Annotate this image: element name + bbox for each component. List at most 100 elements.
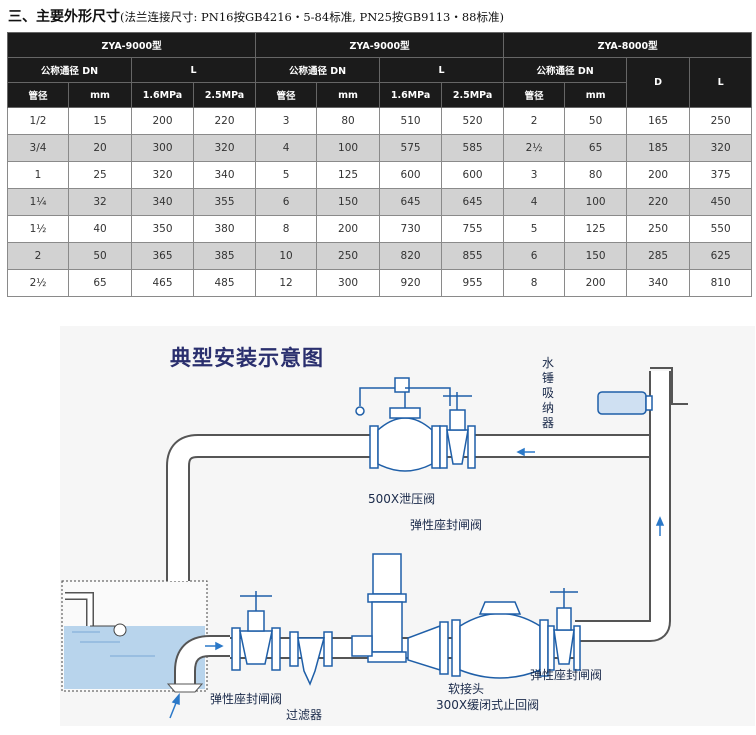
table-cell: 100	[316, 134, 381, 162]
table-cell: 50	[564, 107, 628, 135]
soft-joint	[407, 621, 449, 675]
col-header: 2.5MPa	[192, 82, 257, 108]
table-cell: 4	[255, 134, 318, 162]
col-header: 1.6MPa	[379, 82, 443, 108]
return-pipe	[166, 434, 660, 581]
table-cell: 200	[564, 269, 628, 297]
table-cell: 320	[131, 161, 194, 189]
table-cell: 65	[68, 269, 132, 297]
table-cell: 2	[7, 242, 69, 270]
table-cell: 450	[689, 188, 753, 216]
table-cell: 220	[192, 107, 257, 135]
table-cell: 8	[255, 215, 318, 243]
group-header-row: ZYA-9000型 ZYA-9000型 ZYA-8000型	[6, 32, 753, 58]
table-cell: 6	[255, 188, 318, 216]
group-header: ZYA-9000型	[6, 32, 257, 58]
lower-gate-valve-right	[547, 588, 581, 671]
col-header: 1.6MPa	[131, 82, 194, 108]
table-cell: 355	[192, 188, 257, 216]
table-cell: 955	[441, 269, 505, 297]
table-cell: 385	[192, 242, 257, 270]
table-cell: 250	[626, 215, 691, 243]
table-cell: 40	[68, 215, 132, 243]
table-cell: 200	[316, 215, 381, 243]
col-header: 2.5MPa	[441, 82, 505, 108]
table-cell: 200	[131, 107, 194, 135]
label-gate-valve-left: 弹性座封闸阀	[210, 692, 283, 706]
table-cell: 1	[7, 161, 69, 189]
table-cell: 125	[316, 161, 381, 189]
table-cell: 3/4	[7, 134, 69, 162]
table-cell: 250	[689, 107, 753, 135]
table-cell: 340	[626, 269, 691, 297]
table-cell: 285	[626, 242, 691, 270]
dn-header: 公称通径 DN	[503, 57, 628, 83]
table-cell: 320	[689, 134, 753, 162]
label-gate-valve-right: 弹性座封闸阀	[530, 668, 603, 682]
table-cell: 20	[68, 134, 132, 162]
table-cell: 100	[564, 188, 628, 216]
table-cell: 375	[689, 161, 753, 189]
table-cell: 5	[503, 215, 566, 243]
table-cell: 320	[192, 134, 257, 162]
table-cell: 50	[68, 242, 132, 270]
installation-diagram: 典型安装示意图 水锤吸纳器 500X泄压阀 弹性座封闸阀 弹性座封闸阀 弹性座封…	[60, 326, 755, 726]
col-header: 管径	[7, 82, 69, 108]
table-cell: 65	[564, 134, 628, 162]
relief-valve	[355, 377, 451, 472]
l-header: L	[689, 57, 753, 108]
table-cell: 810	[689, 269, 753, 297]
table-cell: 2	[503, 107, 566, 135]
col-header: mm	[564, 82, 628, 108]
pump	[351, 553, 407, 663]
table-cell: 300	[131, 134, 194, 162]
table-cell: 585	[441, 134, 505, 162]
dn-header: 公称通径 DN	[7, 57, 132, 83]
table-cell: 8	[503, 269, 566, 297]
table-cell: 150	[564, 242, 628, 270]
l-header: L	[379, 57, 505, 83]
table-cell: 80	[564, 161, 628, 189]
table-cell: 600	[379, 161, 443, 189]
table-cell: 5	[255, 161, 318, 189]
table-cell: 340	[131, 188, 194, 216]
label-relief-valve: 500X泄压阀	[368, 492, 436, 506]
table-cell: 625	[689, 242, 753, 270]
l-header: L	[130, 57, 257, 83]
table-cell: 730	[379, 215, 443, 243]
table-cell: 10	[255, 242, 318, 270]
heading-note: (法兰连接尺寸: PN16按GB4216・5-84标准, PN25按GB9113…	[120, 10, 504, 24]
table-cell: 220	[626, 188, 691, 216]
group-header: ZYA-8000型	[503, 32, 753, 58]
dn-header: 公称通径 DN	[255, 57, 381, 83]
label-water-hammer: 水锤吸纳器	[542, 356, 555, 430]
sub-header-row: 公称通径 DN L 公称通径 DN L 公称通径 DN D L	[7, 57, 753, 108]
flow-arrows	[169, 447, 665, 719]
table-cell: 300	[316, 269, 381, 297]
table-cell: 510	[379, 107, 443, 135]
table-cell: 485	[192, 269, 257, 297]
table-cell: 3	[503, 161, 566, 189]
col-header: mm	[316, 82, 381, 108]
label-gate-valve-top: 弹性座封闸阀	[410, 518, 483, 532]
label-soft-joint: 软接头	[448, 682, 485, 696]
column-header-row: 管径 mm 1.6MPa 2.5MPa 管径 mm 1.6MPa 2.5MPa …	[7, 82, 752, 108]
table-cell: 15	[68, 107, 132, 135]
table-cell: 855	[441, 242, 505, 270]
section-heading: 三、主要外形尺寸(法兰连接尺寸: PN16按GB4216・5-84标准, PN2…	[8, 6, 504, 26]
table-cell: 340	[192, 161, 257, 189]
lower-gate-valve-left	[231, 591, 281, 671]
heading-title: 三、主要外形尺寸	[8, 9, 120, 25]
label-check-valve: 300X缓闭式止回阀	[436, 698, 540, 712]
table-cell: 1¼	[7, 188, 69, 216]
dimension-table: ZYA-9000型 ZYA-9000型 ZYA-8000型 公称通径 DN L …	[6, 32, 753, 297]
table-cell: 575	[379, 134, 443, 162]
table-cell: 185	[626, 134, 691, 162]
table-cell: 200	[626, 161, 691, 189]
table-cell: 520	[441, 107, 505, 135]
